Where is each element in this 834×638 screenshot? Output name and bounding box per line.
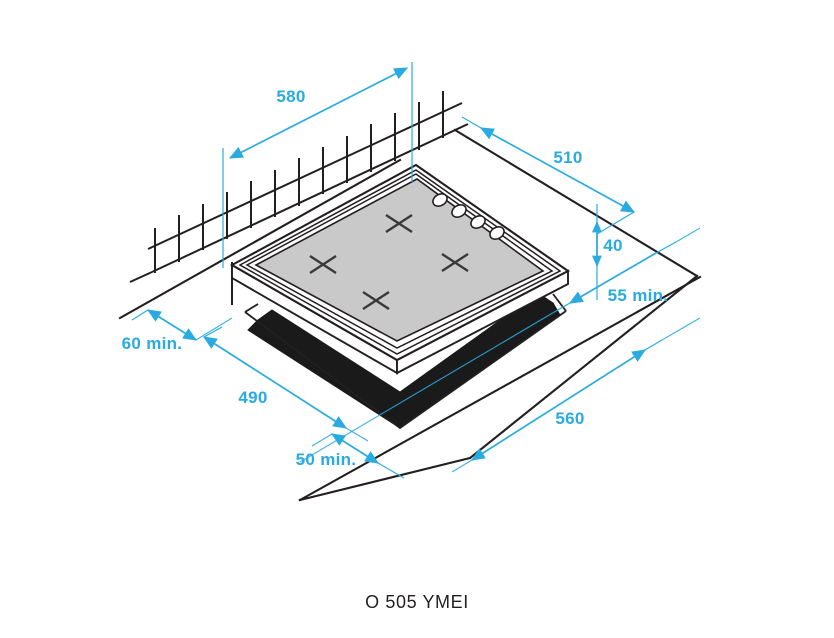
burner-group (309, 213, 469, 311)
dim-60min-label: 60 min. (122, 334, 183, 353)
burner-cross-mark[interactable] (441, 252, 469, 273)
burner-cross-mark[interactable] (385, 213, 413, 234)
dim-490-label: 490 (238, 388, 267, 407)
dim-50min-label: 50 min. (296, 450, 357, 469)
dim-55min-label: 55 min. (608, 286, 669, 305)
burner-cross-mark[interactable] (362, 290, 390, 311)
dim-55min-geometry (555, 241, 677, 312)
burner-cross-mark[interactable] (309, 254, 337, 275)
control-knob[interactable] (488, 224, 507, 241)
dim-510-label: 510 (553, 148, 582, 167)
dimension-labels: 580 510 40 55 min. 60 min. 490 50 min. 5… (122, 87, 669, 469)
control-knob[interactable] (450, 202, 469, 219)
model-caption: O 505 YMEI (365, 592, 469, 612)
dim-60min-geometry (146, 309, 198, 341)
control-knob[interactable] (431, 191, 450, 208)
dim-40-label: 40 (603, 236, 623, 255)
dim-560-geometry (470, 339, 663, 461)
dimension-guide-lines (131, 116, 701, 479)
hob-frame (229, 163, 571, 362)
control-knob-group (431, 191, 507, 241)
dim-580-label: 580 (276, 87, 305, 106)
dim-560-label: 560 (555, 409, 584, 428)
dimension-lines (131, 62, 701, 479)
dim-490-geometry (202, 326, 348, 429)
dim-580-geometry (222, 62, 413, 268)
control-knob[interactable] (469, 213, 488, 230)
dim-510-geometry (479, 127, 636, 235)
